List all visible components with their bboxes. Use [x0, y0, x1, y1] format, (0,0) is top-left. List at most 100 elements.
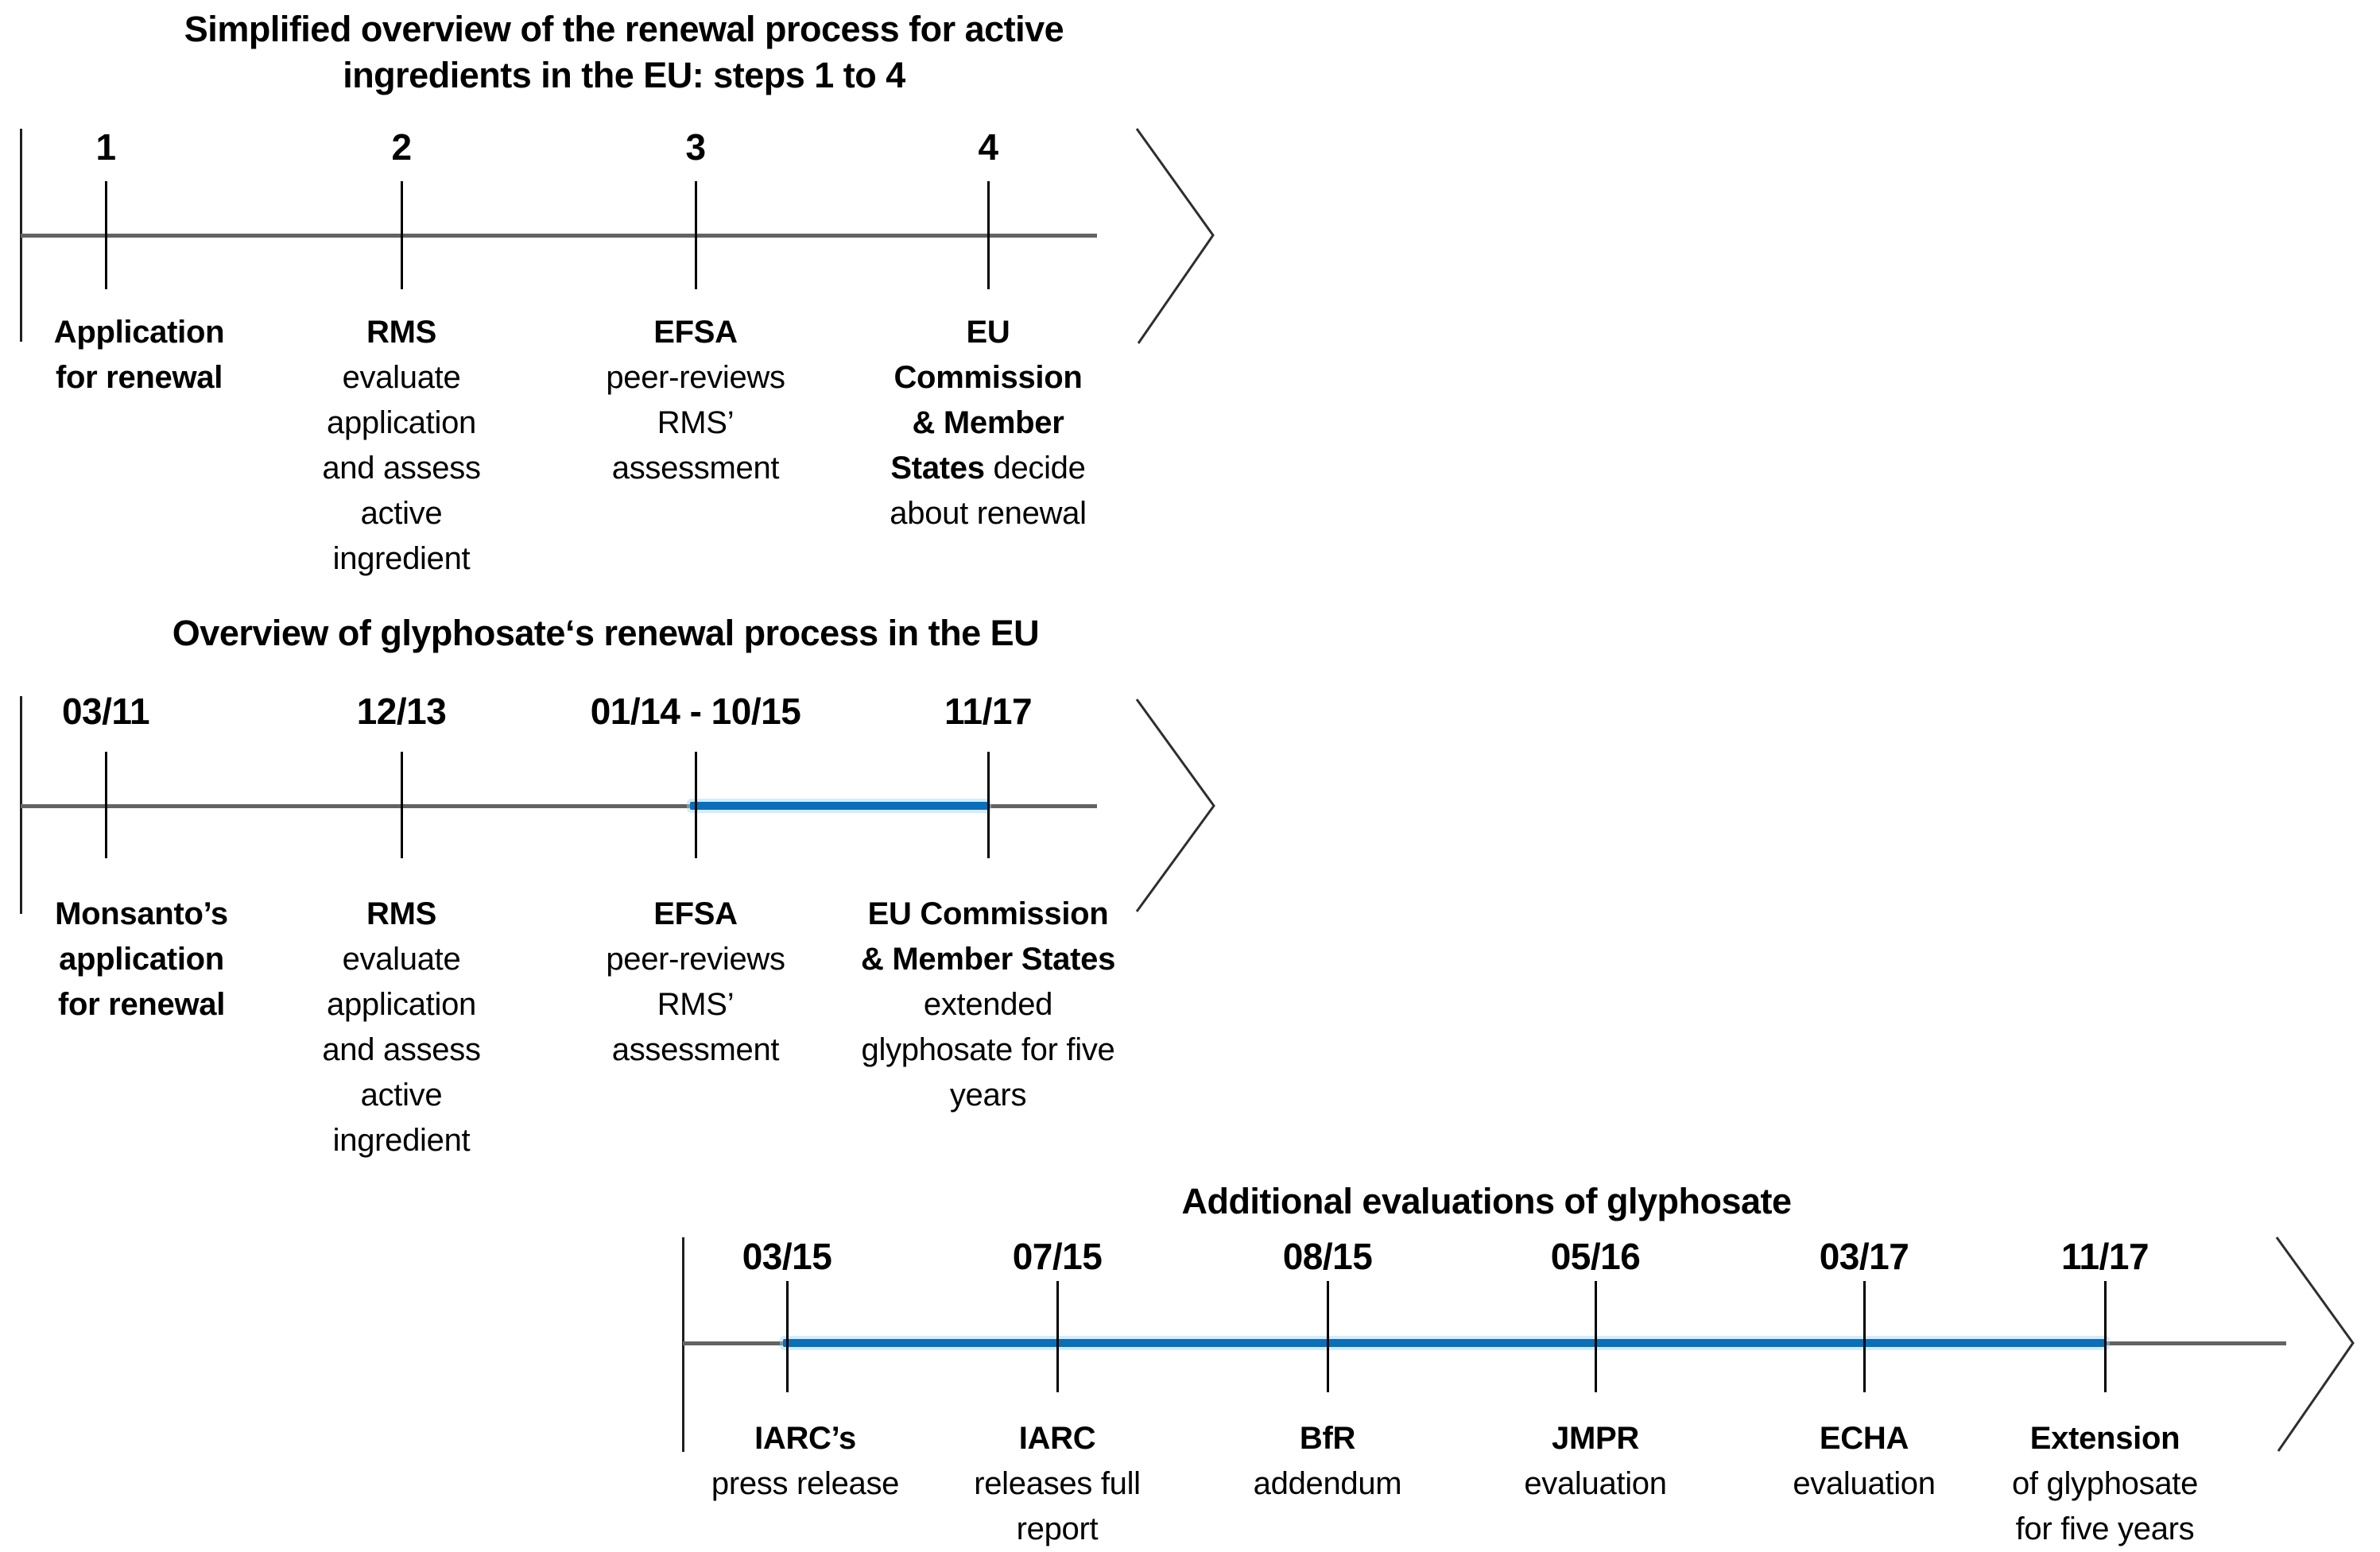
marker-label-line: about renewal [890, 496, 1087, 531]
timeline-title: Overview of glyphosate‘s renewal process… [172, 613, 1040, 653]
marker-label-line: EU Commission [867, 896, 1109, 931]
marker-label-line: States decide [890, 451, 1086, 486]
tick-label: 03/15 [742, 1236, 832, 1277]
marker-label-line: EFSA [653, 896, 738, 931]
tick-label: 07/15 [1012, 1236, 1103, 1277]
marker-label-line: report [1016, 1511, 1099, 1546]
tick-mark [105, 181, 107, 289]
tick-label: 11/17 [2060, 1236, 2149, 1277]
marker-label-line: years [949, 1078, 1027, 1113]
tick-mark [987, 752, 990, 858]
tick-mark [1056, 1281, 1059, 1392]
marker-label-line: for renewal [55, 360, 223, 395]
tick-mark [105, 752, 107, 858]
tick-mark [786, 1281, 789, 1392]
marker-label-line: evaluation [1524, 1466, 1667, 1501]
tick-mark [695, 181, 697, 289]
marker-label: ECHA evaluation [1733, 1416, 1995, 1507]
tick-label: 01/14 - 10/15 [590, 691, 801, 732]
marker-label-line: IARC [1018, 1421, 1096, 1456]
tick-label: 03/17 [1819, 1236, 1909, 1277]
tick-label: 05/16 [1550, 1236, 1641, 1277]
marker-label-line: IARC’s [754, 1421, 856, 1456]
timeline-highlight-segment [690, 802, 988, 810]
tick-label: 12/13 [356, 691, 447, 732]
timeline-axis [21, 804, 1097, 808]
marker-label-line: press release [711, 1466, 900, 1501]
marker-label-line: ECHA [1819, 1421, 1909, 1456]
marker-label-line: assessment [611, 451, 780, 486]
tick-label: 1 [95, 126, 116, 168]
marker-label-line: and assess [322, 1032, 481, 1067]
marker-label-line: & Member States [860, 942, 1116, 977]
timeline-axis [21, 234, 1097, 238]
tick-label: 4 [978, 126, 998, 168]
tick-label: 11/17 [944, 691, 1033, 732]
tick-label: 03/11 [61, 691, 150, 732]
marker-label-line: Application [53, 315, 225, 350]
marker-label-line: & Member [912, 405, 1064, 440]
marker-label-line: application [59, 942, 224, 977]
marker-label-line: application [327, 987, 476, 1022]
marker-label-line: Commission [893, 360, 1083, 395]
marker-label-line: RMS’ [657, 987, 735, 1022]
timeline-start-cap [20, 129, 22, 342]
marker-label-line: for five years [2015, 1511, 2195, 1546]
marker-label-line: Extension [2029, 1421, 2180, 1456]
marker-label-line: Monsanto’s [55, 896, 228, 931]
marker-label: JMPR evaluation [1464, 1416, 1727, 1507]
marker-label-line: addendum [1253, 1466, 1402, 1501]
tick-label: 2 [391, 126, 412, 168]
tick-mark [2104, 1281, 2107, 1392]
marker-label: Application for renewal [0, 310, 286, 401]
marker-label-line: peer-reviews [606, 360, 785, 395]
marker-label-line: RMS [366, 315, 436, 350]
marker-label-line: JMPR [1552, 1421, 1639, 1456]
marker-label-line: for renewal [57, 987, 226, 1022]
tick-label: 08/15 [1282, 1236, 1373, 1277]
tick-label: 3 [685, 126, 706, 168]
marker-label-line: evaluation [1793, 1466, 1936, 1501]
marker-label-line: BfR [1299, 1421, 1356, 1456]
marker-label: EU Commission & Member States extended glyp… [829, 892, 1147, 1118]
timeline-axis [683, 1341, 2286, 1345]
timeline-highlight-segment [783, 1339, 2107, 1347]
marker-label-line: and assess [322, 451, 481, 486]
marker-label: BfR addendum [1196, 1416, 1459, 1507]
marker-label-line: EFSA [653, 315, 738, 350]
marker-label-line: EU [966, 315, 1010, 350]
tick-mark [1327, 1281, 1329, 1392]
marker-label-line: RMS’ [657, 405, 735, 440]
timeline-title: Additional evaluations of glyphosate [1181, 1181, 1792, 1221]
tick-mark [695, 752, 697, 858]
marker-label-line: RMS [366, 896, 436, 931]
tick-mark [1595, 1281, 1597, 1392]
tick-mark [987, 181, 990, 289]
marker-label: Extension of glyphosate for five years [1974, 1416, 2236, 1552]
tick-mark [401, 752, 403, 858]
marker-label-line: evaluate [342, 942, 461, 977]
timeline-title: Simplified overview of the renewal proce… [184, 9, 1064, 95]
marker-label-line: extended [923, 987, 1053, 1022]
marker-label-line: glyphosate for five [861, 1032, 1115, 1067]
marker-label: Monsanto’s application for renewal [0, 892, 300, 1028]
timeline-start-cap [20, 696, 22, 914]
marker-label-line: peer-reviews [606, 942, 785, 977]
tick-mark [401, 181, 403, 289]
marker-label-line: of glyphosate [2011, 1466, 2199, 1501]
marker-label-line: application [327, 405, 476, 440]
timeline-start-cap [682, 1237, 684, 1452]
marker-label-line: active [360, 496, 443, 531]
marker-label-line: assessment [611, 1032, 780, 1067]
